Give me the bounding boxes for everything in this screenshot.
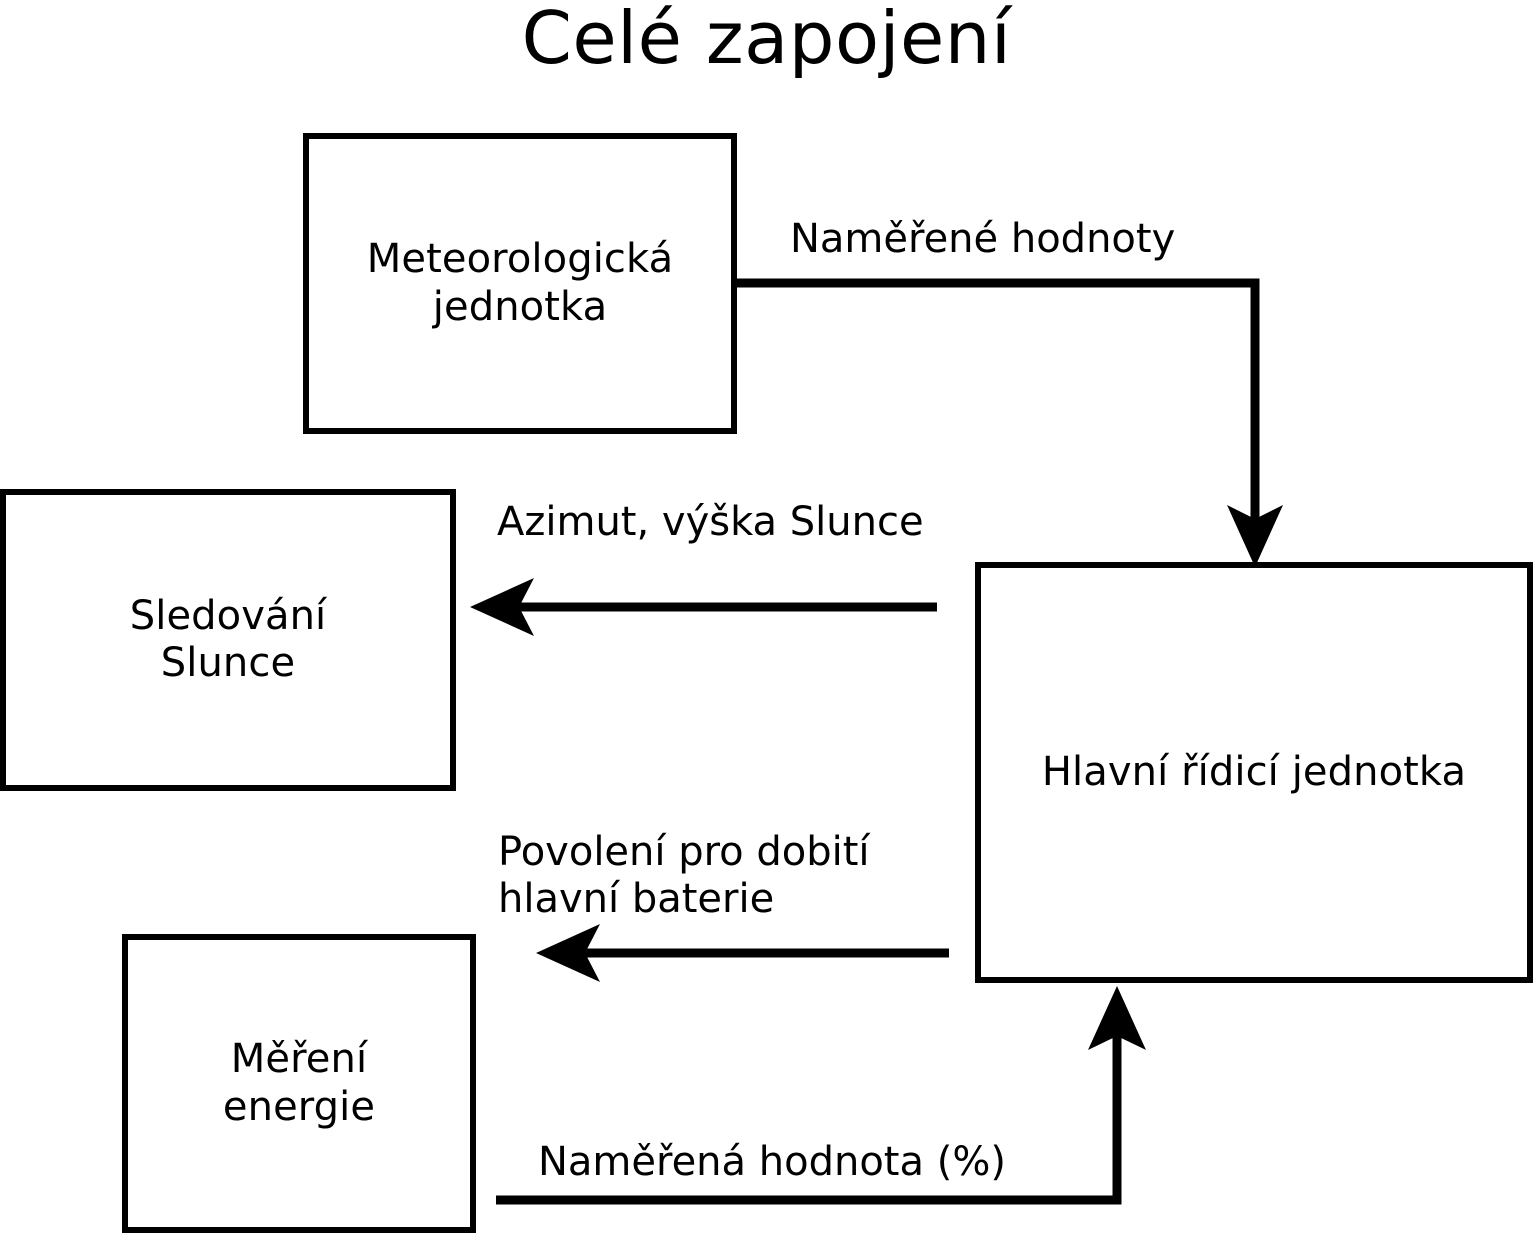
edge-charge-permission-arrowhead (536, 924, 600, 982)
edge-charge-permission (536, 924, 949, 982)
node-hlavni-ridici-jednotka-label: Hlavní řídicí jednotka (1041, 748, 1467, 795)
edge-measured-percent-arrowhead (1088, 986, 1146, 1050)
node-sledovani-slunce-label: Sledování Slunce (129, 592, 327, 686)
node-hlavni-ridici-jednotka[interactable]: Hlavní řídicí jednotka (975, 562, 1533, 983)
edge-label-measured-percent: Naměřená hodnota (%) (538, 1139, 1006, 1185)
edge-measured-percent-path (496, 1027, 1122, 1205)
node-mereni-energie-label: Měření energie (222, 1036, 376, 1130)
edge-azimuth-arrowhead (470, 578, 534, 636)
edge-measured-values-path (736, 278, 1260, 528)
page-title: Celé zapojení (521, 0, 1012, 80)
node-meteorologicka-jednotka[interactable]: Meteorologická jednotka (303, 133, 737, 434)
node-meteorologicka-jednotka-label: Meteorologická jednotka (366, 236, 674, 330)
edge-azimuth (470, 578, 937, 636)
edge-label-azimuth: Azimut, výška Slunce (497, 499, 924, 545)
node-mereni-energie[interactable]: Měření energie (122, 934, 476, 1233)
edge-label-measured-values: Naměřené hodnoty (790, 216, 1176, 262)
edge-measured-values-arrowhead (1227, 505, 1283, 567)
edge-measured-values (736, 278, 1283, 567)
node-sledovani-slunce[interactable]: Sledování Slunce (0, 489, 456, 791)
edge-measured-percent (496, 986, 1146, 1205)
edge-label-charge-permission: Povolení pro dobití hlavní baterie (498, 829, 870, 923)
